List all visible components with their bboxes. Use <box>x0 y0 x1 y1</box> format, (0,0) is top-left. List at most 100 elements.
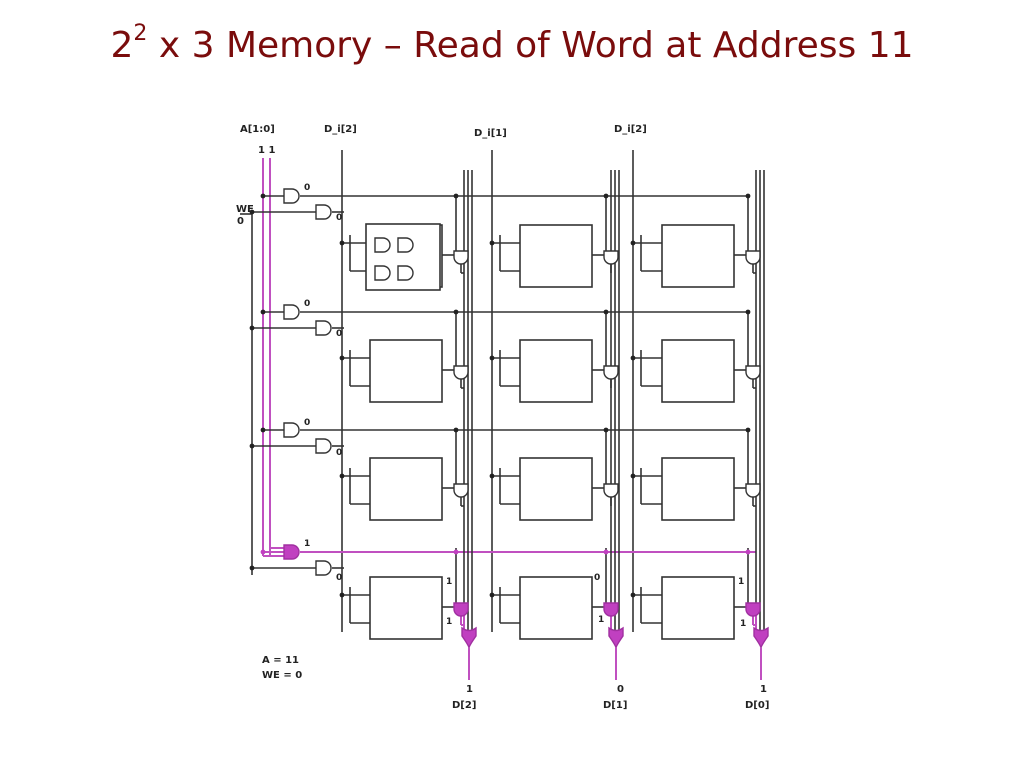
title-base: 2 <box>110 25 134 66</box>
row-write-and-gate <box>315 204 332 220</box>
data-out-value-2: 1 <box>466 684 473 695</box>
read-bit-1: 0 <box>594 573 600 583</box>
read-and-gate <box>745 602 761 617</box>
junction-dot <box>260 193 266 199</box>
junction-dot <box>489 473 495 479</box>
read-and-gate <box>603 602 619 617</box>
junction-dot <box>630 592 636 598</box>
memory-cell <box>369 457 443 521</box>
junction-dot <box>745 427 751 433</box>
decoder-and-gate <box>283 544 300 560</box>
junction-dot <box>630 240 636 246</box>
wires <box>240 150 765 680</box>
data-in-label-2: D_i[2] <box>324 124 357 135</box>
junction-dot <box>603 427 609 433</box>
memory-cell <box>369 576 443 640</box>
memory-cell <box>519 457 593 521</box>
data-out-label-1: D[1] <box>603 700 627 711</box>
gates <box>283 188 769 649</box>
read-bit-2-b: 1 <box>446 617 452 627</box>
junction-dot <box>453 427 459 433</box>
memory-cell <box>519 224 593 288</box>
decoder-and-gate <box>283 304 300 320</box>
junction-dot <box>489 240 495 246</box>
decoder-output-1: 0 <box>304 299 310 309</box>
memory-cell <box>519 576 593 640</box>
memory-cell <box>661 457 735 521</box>
junction-dot <box>453 193 459 199</box>
read-bit-0-b: 1 <box>740 619 746 629</box>
junction-dot <box>339 592 345 598</box>
memory-cell <box>661 224 735 288</box>
output-or-gate <box>461 626 477 649</box>
junction-dot <box>603 549 609 555</box>
row-and-output-0: 0 <box>336 213 342 223</box>
latch-nor-gate <box>397 237 414 253</box>
read-and-gate <box>453 365 469 380</box>
latch-nor-gate <box>397 265 414 281</box>
memory-cell <box>519 339 593 403</box>
junction-dot <box>745 549 751 555</box>
read-and-gate <box>745 483 761 498</box>
decoder-and-gate <box>283 188 300 204</box>
read-and-gate <box>453 602 469 617</box>
read-bit-1-b: 1 <box>598 615 604 625</box>
junction-dot <box>249 565 255 571</box>
data-out-value-1: 0 <box>617 684 624 695</box>
row-write-and-gate <box>315 320 332 336</box>
address-value: 1 1 <box>258 145 275 156</box>
address-label: A[1:0] <box>240 124 275 135</box>
output-or-gate <box>608 626 624 649</box>
junction-dot <box>260 549 266 555</box>
junction-dot <box>249 325 255 331</box>
read-and-gate <box>453 250 469 265</box>
junction-dot <box>249 209 255 215</box>
junction-dot <box>603 193 609 199</box>
junction-dot <box>630 473 636 479</box>
read-and-gate <box>745 250 761 265</box>
slide-title: 22 x 3 Memory – Read of Word at Address … <box>0 22 1024 70</box>
title-exponent: 2 <box>133 21 148 46</box>
latch-and-gate <box>374 237 391 253</box>
data-out-label-2: D[2] <box>452 700 476 711</box>
read-and-gate <box>603 365 619 380</box>
latch-and-gate <box>374 265 391 281</box>
memory-cell <box>661 339 735 403</box>
junction-dot <box>260 427 266 433</box>
status-write-enable: WE = 0 <box>262 670 302 681</box>
output-or-gate <box>753 626 769 649</box>
status-address: A = 11 <box>262 655 299 666</box>
row-and-output-1: 0 <box>336 329 342 339</box>
junction-dot <box>489 355 495 361</box>
read-bit-2: 1 <box>446 577 452 587</box>
memory-cell <box>369 339 443 403</box>
decoder-output-2: 0 <box>304 418 310 428</box>
junction-dot <box>339 240 345 246</box>
decoder-output-3: 1 <box>304 539 310 549</box>
title-text: x 3 Memory – Read of Word at Address 11 <box>147 25 914 66</box>
decoder-output-0: 0 <box>304 183 310 193</box>
memory-cells <box>365 223 735 640</box>
row-and-output-2: 0 <box>336 448 342 458</box>
data-in-label-1: D_i[1] <box>474 128 507 139</box>
read-and-gate <box>603 250 619 265</box>
read-and-gate <box>603 483 619 498</box>
read-and-gate <box>453 483 469 498</box>
junction-dots <box>249 193 751 598</box>
junction-dot <box>339 355 345 361</box>
decoder-and-gate <box>283 422 300 438</box>
write-enable-label: WE <box>236 204 254 215</box>
junction-dot <box>603 309 609 315</box>
row-and-output-3: 0 <box>336 573 342 583</box>
memory-cell <box>661 576 735 640</box>
junction-dot <box>453 309 459 315</box>
junction-dot <box>249 443 255 449</box>
junction-dot <box>453 549 459 555</box>
junction-dot <box>260 309 266 315</box>
row-write-and-gate <box>315 438 332 454</box>
junction-dot <box>745 193 751 199</box>
row-write-and-gate <box>315 560 332 576</box>
junction-dot <box>339 473 345 479</box>
junction-dot <box>745 309 751 315</box>
